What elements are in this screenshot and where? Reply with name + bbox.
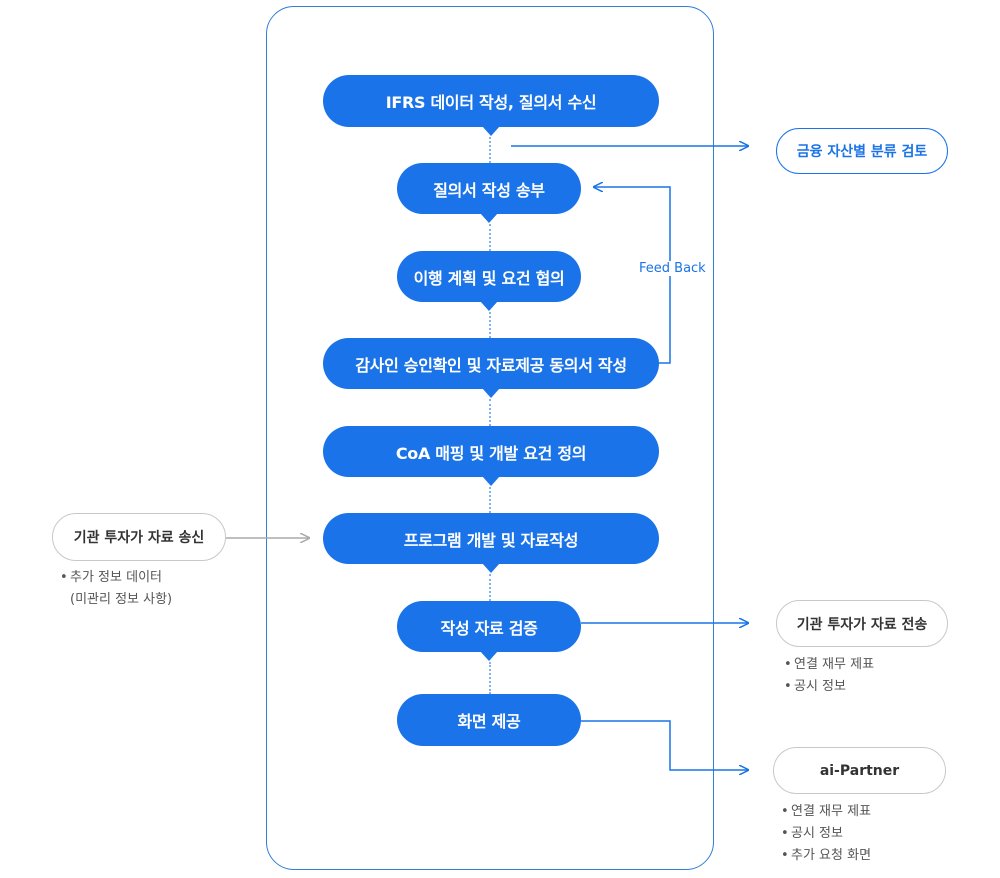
box-title: ai-Partner — [819, 762, 900, 779]
source-bullet-list: •추가 정보 데이터 (미관리 정보 사항) — [60, 567, 172, 611]
step-ifrs-data: IFRS 데이터 작성, 질의서 수신 — [323, 75, 659, 136]
step-label: 감사인 승인확인 및 자료제공 동의서 작성 — [355, 355, 627, 375]
list-item: •추가 요청 화면 — [781, 848, 872, 863]
step-pointer — [480, 301, 498, 311]
step-questionnaire: 질의서 작성 송부 — [397, 163, 581, 223]
step-pointer — [482, 476, 500, 486]
step-label: 작성 자료 검증 — [440, 618, 538, 638]
financial-asset-review-box: 금융 자산별 분류 검토 — [776, 128, 948, 174]
step-label: 이행 계획 및 요건 협의 — [413, 268, 565, 288]
step-label: 질의서 작성 송부 — [433, 180, 545, 200]
partner-bullet-list: •연결 재무 제표 •공시 정보 •추가 요청 화면 — [781, 801, 871, 867]
list-item: •추가 정보 데이터 — [60, 570, 162, 585]
list-item: (미관리 정보 사항) — [70, 592, 173, 607]
list-item: •연결 재무 제표 — [781, 804, 872, 819]
step-program-development: 프로그램 개발 및 자료작성 — [323, 513, 659, 573]
step-label: IFRS 데이터 작성, 질의서 수신 — [385, 93, 597, 112]
list-item: •연결 재무 제표 — [784, 657, 875, 672]
box-title: 기관 투자가 자료 전송 — [796, 616, 928, 633]
step-label: 화면 제공 — [457, 712, 521, 731]
box-title: 기관 투자가 자료 송신 — [73, 530, 205, 546]
box-title: 금융 자산별 분류 검토 — [796, 144, 928, 160]
ai-partner-box: ai-Partner — [773, 747, 946, 794]
connector-dots — [489, 574, 491, 601]
step-coa-mapping: CoA 매핑 및 개발 요건 정의 — [323, 426, 659, 486]
process-frame — [266, 6, 714, 870]
step-screen-delivery: 화면 제공 — [397, 694, 581, 746]
connector-dots — [489, 399, 491, 426]
step-pointer — [480, 213, 498, 223]
feedback-label: Feed Back — [637, 261, 708, 276]
institutional-investor-send-box: 기관 투자가 자료 송신 — [52, 513, 226, 561]
transfer-bullet-list: •연결 재무 제표 •공시 정보 — [784, 654, 874, 698]
step-verification: 작성 자료 검증 — [397, 601, 581, 661]
connector-dots — [489, 487, 491, 513]
step-pointer — [482, 388, 500, 398]
step-pointer — [482, 126, 500, 136]
institutional-investor-transfer-box: 기관 투자가 자료 전송 — [776, 600, 948, 647]
arrow-to-partner — [581, 720, 748, 770]
list-item: •공시 정보 — [784, 679, 846, 694]
connector-dots — [489, 312, 491, 338]
list-item: •공시 정보 — [781, 826, 843, 841]
step-pointer — [480, 651, 498, 661]
step-label: 프로그램 개발 및 자료작성 — [403, 530, 579, 550]
step-auditor-approval: 감사인 승인확인 및 자료제공 동의서 작성 — [323, 338, 659, 398]
connector-dots — [489, 137, 491, 163]
step-plan-requirements: 이행 계획 및 요건 협의 — [397, 251, 581, 311]
step-pointer — [482, 563, 500, 573]
step-label: CoA 매핑 및 개발 요건 정의 — [395, 443, 587, 463]
connector-dots — [489, 662, 491, 694]
connector-dots — [489, 224, 491, 251]
